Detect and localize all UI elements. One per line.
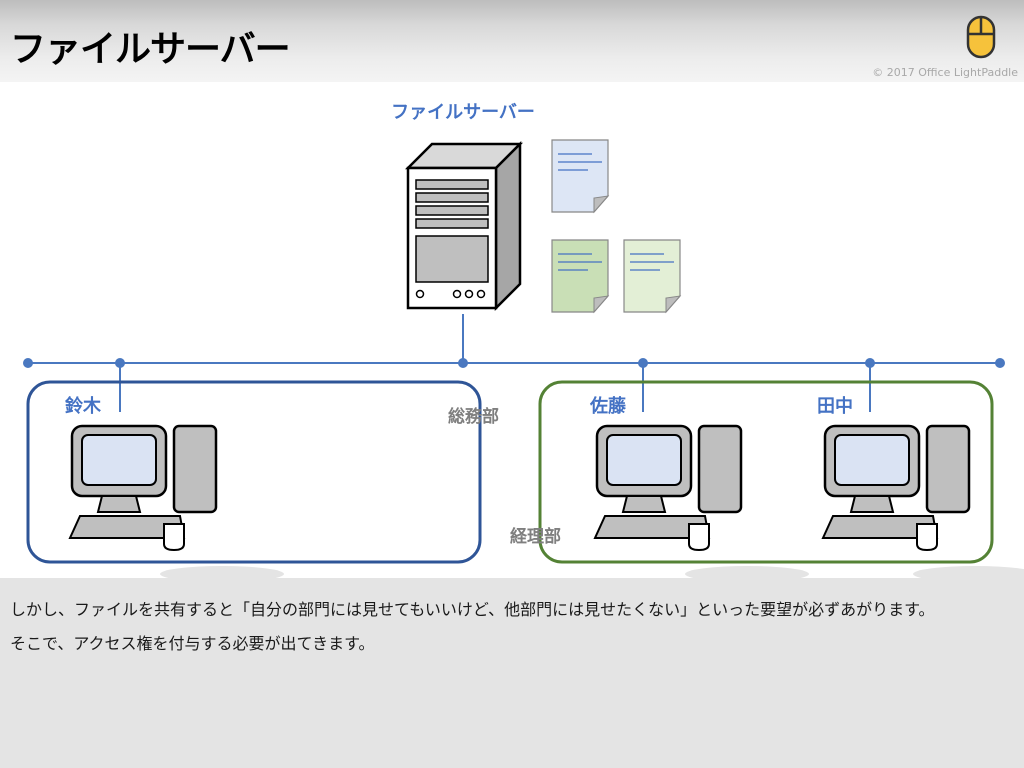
group-box-general-affairs [26,380,482,564]
copyright: © 2017 Office LightPaddle [872,66,1018,79]
document-icon [551,239,609,313]
description-line-2: そこで、アクセス権を付与する必要が出てきます。 [10,634,375,653]
document-icon [551,139,609,213]
server-icon [404,140,524,312]
document-icon [623,239,681,313]
server-label: ファイルサーバー [391,102,535,123]
network-diagram: ファイルサーバー 鈴木 総務部 [23,102,1024,578]
person-label-sato: 佐藤 [589,395,627,417]
computer-icon [821,424,1024,578]
person-label-tanaka: 田中 [817,395,853,417]
group-label-general-affairs: 総務部 [448,406,499,427]
group-label-accounting: 経理部 [510,526,561,547]
page-title: ファイルサーバー [10,29,291,70]
footer-panel: しかし、ファイルを共有すると「自分の部門には見せてもいいけど、他部門には見せたく… [0,578,1024,768]
person-label-suzuki: 鈴木 [65,395,102,417]
network-line [23,314,1005,412]
description-line-1: しかし、ファイルを共有すると「自分の部門には見せてもいいけど、他部門には見せたく… [10,600,935,619]
computer-icon [68,424,286,578]
computer-icon [593,424,811,578]
group-box-accounting [538,380,994,564]
mouse-icon [966,15,996,59]
header-bar: ファイルサーバー © 2017 Office LightPaddle [0,0,1024,82]
